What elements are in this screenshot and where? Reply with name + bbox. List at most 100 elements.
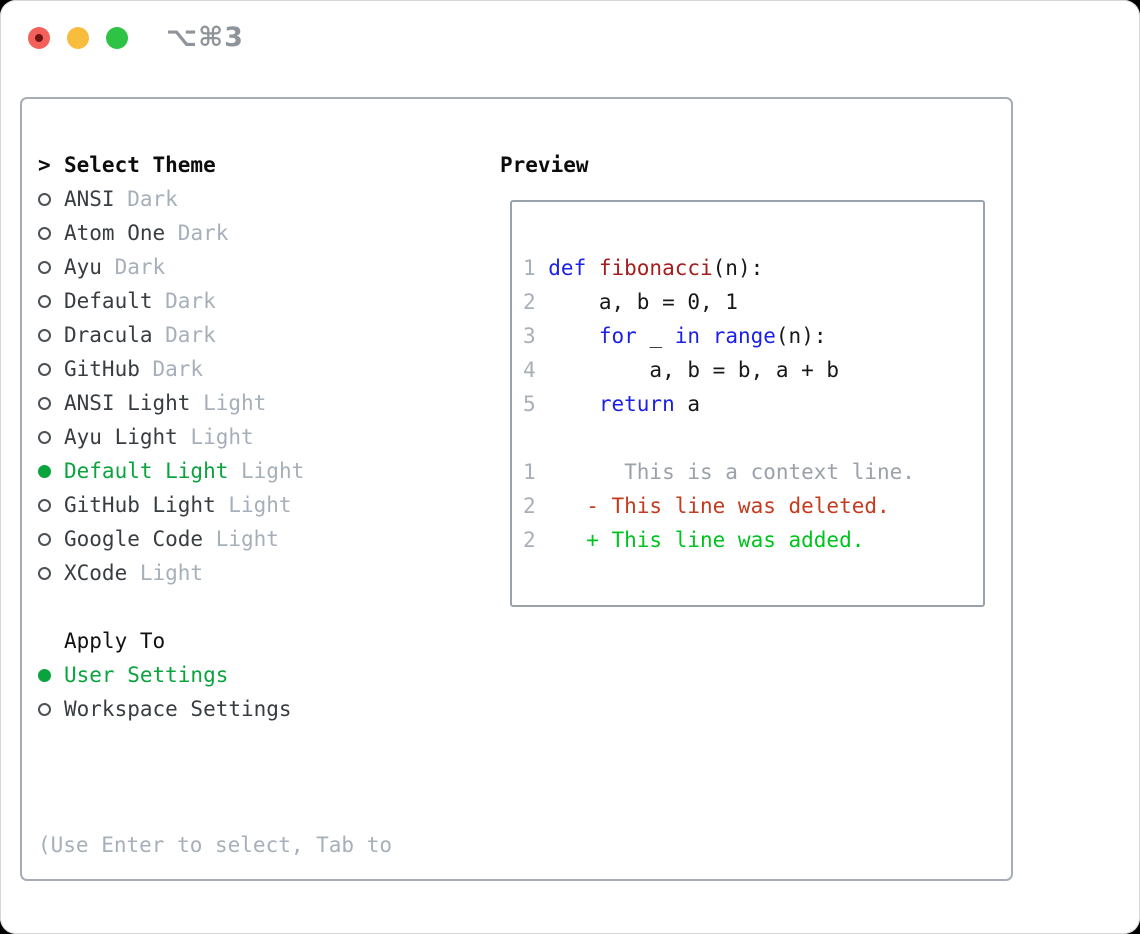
code-preview: 1 def fibonacci(n): 2 a, b = 0, 1 3 for …: [523, 251, 915, 557]
theme-item[interactable]: Atom One Dark: [38, 216, 392, 250]
theme-item-name: Google Code: [64, 527, 204, 551]
code-line: [523, 421, 915, 455]
radio-icon: [38, 498, 51, 512]
theme-item[interactable]: GitHub Light Light: [38, 488, 392, 522]
help-text: (Use Enter to select, Tab to change focu…: [38, 760, 392, 934]
radio-icon: [38, 328, 51, 342]
minimize-button[interactable]: [67, 27, 89, 49]
theme-item-variant: Dark: [177, 221, 229, 245]
theme-item-variant: Light: [215, 527, 279, 551]
radio-icon: [38, 362, 51, 376]
code-segment: a: [674, 392, 701, 416]
apply-to-option[interactable]: User Settings: [38, 658, 392, 692]
code-segment: + This line was added.: [548, 528, 865, 552]
line-number: 1: [523, 256, 536, 280]
line-number: 2: [523, 528, 536, 552]
help-text-line2: change focus): [38, 930, 392, 934]
code-segment: [548, 392, 599, 416]
code-line: 1 def fibonacci(n):: [523, 251, 915, 285]
zoom-button[interactable]: [106, 27, 128, 49]
prompt-char: >: [38, 153, 51, 177]
code-segment: return: [598, 392, 675, 416]
radio-icon: [38, 532, 51, 546]
apply-to-title: Apply To: [64, 629, 166, 653]
theme-item-name: Default Light: [64, 459, 229, 483]
apply-to-list: User Settings Workspace Settings: [38, 658, 392, 726]
apply-to-option-label: User Settings: [64, 663, 229, 687]
theme-item-name: GitHub Light: [64, 493, 216, 517]
theme-item-variant: Dark: [152, 357, 204, 381]
code-line: 1 This is a context line.: [523, 455, 915, 489]
radio-icon: [38, 668, 51, 682]
apply-to-option[interactable]: Workspace Settings: [38, 692, 392, 726]
code-line: 2 a, b = 0, 1: [523, 285, 915, 319]
close-button-dot: [35, 34, 43, 42]
radio-icon: [38, 464, 51, 478]
radio-icon: [38, 430, 51, 444]
code-segment: _: [636, 324, 675, 348]
code-segment: range: [712, 324, 776, 348]
theme-item-variant: Dark: [114, 255, 166, 279]
code-segment: (n):: [775, 324, 827, 348]
spacer: [38, 590, 392, 624]
traffic-lights: [28, 27, 128, 49]
theme-item-name: XCode: [64, 561, 128, 585]
code-segment: for: [598, 324, 637, 348]
close-button[interactable]: [28, 27, 50, 49]
code-segment: a, b = b, a + b: [548, 358, 840, 382]
theme-item[interactable]: GitHub Dark: [38, 352, 392, 386]
apply-to-option-label: Workspace Settings: [64, 697, 292, 721]
theme-item-name: Default: [64, 289, 153, 313]
theme-item-variant: Dark: [127, 187, 178, 211]
theme-item-name: ANSI: [64, 187, 115, 211]
help-text-line1: (Use Enter to select, Tab to: [38, 833, 393, 857]
line-number: 3: [523, 324, 536, 348]
line-number: 4: [523, 358, 536, 382]
theme-item-name: Atom One: [64, 221, 166, 245]
code-line: 3 for _ in range(n):: [523, 319, 915, 353]
radio-icon: [38, 566, 51, 580]
theme-item[interactable]: ANSI Dark: [38, 182, 392, 216]
code-segment: (n):: [712, 256, 764, 280]
preview-title: Preview: [500, 153, 589, 177]
line-number: 2: [523, 290, 536, 314]
code-segment: [700, 324, 713, 348]
radio-icon: [38, 226, 51, 240]
select-theme-title: > Select Theme: [38, 148, 392, 182]
code-segment: fibonacci: [598, 256, 713, 280]
theme-item[interactable]: Google Code Light: [38, 522, 392, 556]
theme-item-variant: Light: [203, 391, 267, 415]
code-line: 4 a, b = b, a + b: [523, 353, 915, 387]
code-segment: - This line was deleted.: [548, 494, 890, 518]
code-segment: [548, 324, 599, 348]
code-segment: This is a context line.: [548, 460, 915, 484]
theme-item[interactable]: ANSI Light Light: [38, 386, 392, 420]
code-segment: a, b = 0, 1: [548, 290, 738, 314]
line-number: 2: [523, 494, 536, 518]
theme-item[interactable]: Default Light Light: [38, 454, 392, 488]
radio-icon: [38, 192, 51, 206]
line-number: 1: [523, 460, 536, 484]
code-line: 5 return a: [523, 387, 915, 421]
theme-item[interactable]: XCode Light: [38, 556, 392, 590]
theme-item-name: ANSI Light: [64, 391, 191, 415]
theme-item-variant: Dark: [165, 323, 216, 347]
code-segment: in: [674, 324, 701, 348]
theme-item-variant: Light: [241, 459, 305, 483]
theme-item[interactable]: Ayu Dark: [38, 250, 392, 284]
theme-item-variant: Light: [139, 561, 204, 585]
theme-item-name: Ayu: [64, 255, 102, 279]
radio-icon: [38, 396, 51, 410]
theme-item[interactable]: Default Dark: [38, 284, 392, 318]
theme-item-variant: Light: [228, 493, 292, 517]
preview-box: [510, 200, 985, 607]
select-theme-title-text: Select Theme: [64, 153, 216, 177]
radio-icon: [38, 702, 51, 716]
theme-item-name: GitHub: [64, 357, 140, 381]
theme-item-variant: Dark: [165, 289, 216, 313]
